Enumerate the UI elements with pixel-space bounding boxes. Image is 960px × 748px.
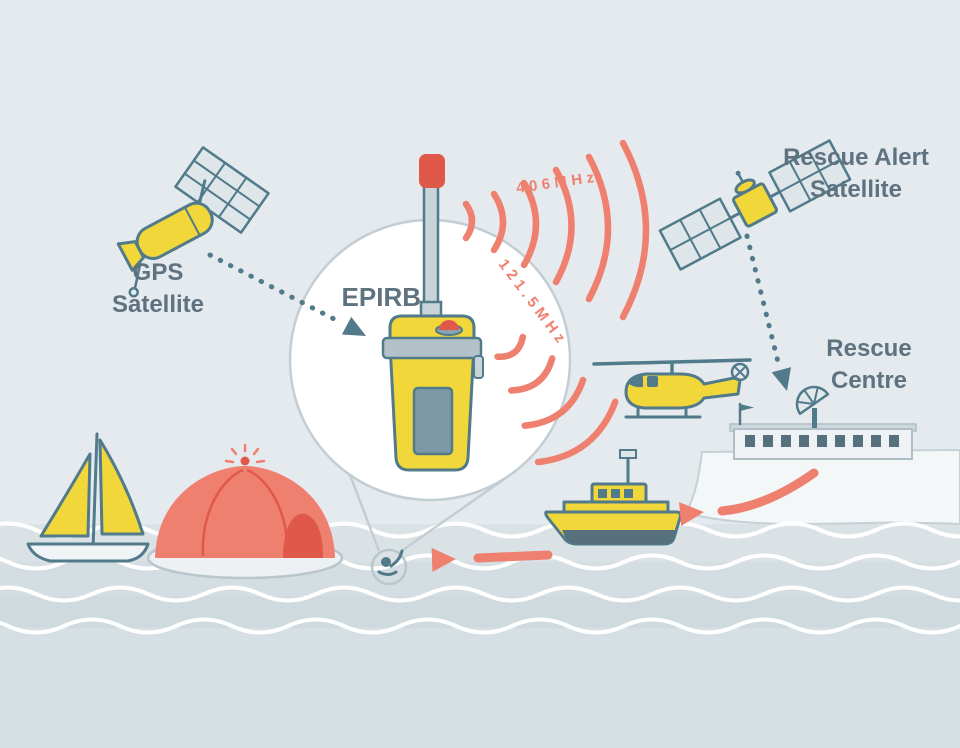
life-raft (146, 443, 344, 580)
focus-circle (370, 548, 408, 586)
person-in-water (377, 549, 404, 576)
epirb-device (381, 154, 484, 472)
cockpit-window (629, 376, 643, 388)
rescue-centre-label: Rescue Centre (826, 335, 911, 394)
gps-satellite-label: GPS Satellite (112, 259, 204, 318)
epirb-band (381, 336, 483, 360)
sailboat (26, 432, 150, 563)
satellite-dish-icon (795, 385, 830, 428)
epirb-panel (412, 386, 454, 456)
building-windows (745, 435, 899, 447)
epirb-antenna (422, 180, 440, 320)
sailboat-hull (26, 542, 150, 563)
gps-signal-arrow (207, 252, 366, 336)
centre-label-line1: Rescue (826, 335, 911, 362)
main-sail (98, 438, 145, 536)
flag-icon (738, 402, 754, 426)
satellite-downlink-arrow (744, 233, 791, 391)
rescue-centre-building (729, 385, 917, 460)
rescue-dispatch-arrow (679, 468, 819, 527)
gps-satellite (116, 146, 270, 298)
centre-label-line2: Centre (831, 367, 907, 394)
gps-label-line2: Satellite (112, 291, 204, 318)
raft-door (283, 513, 323, 558)
epirb-label: EPIRB (342, 282, 421, 312)
helicopter (592, 358, 752, 419)
rescue-alert-satellite (658, 139, 852, 271)
gps-label-line1: GPS (133, 259, 184, 286)
raft-seams (201, 468, 289, 557)
raft-beacon-light (224, 443, 266, 466)
epirb-strobe (439, 320, 459, 330)
radio-waves-121mhz (494, 333, 619, 466)
rescue-alert-satellite-label: Rescue Alert Satellite (783, 144, 929, 203)
epirb-antenna-tip (419, 154, 445, 188)
gps-solar-panel (174, 146, 270, 234)
landing-skids (624, 406, 702, 419)
hull-stripe (562, 530, 676, 544)
jib-sail (39, 452, 92, 538)
gps-satellite-body (116, 179, 214, 298)
alert-label-line2: Satellite (810, 176, 902, 203)
tail-rotor (730, 362, 750, 382)
lifeboat-heading-arrow (431, 547, 553, 572)
alert-label-line1: Rescue Alert (783, 144, 929, 171)
radio-waves-406mhz (462, 139, 650, 321)
lifeboat (544, 449, 682, 546)
